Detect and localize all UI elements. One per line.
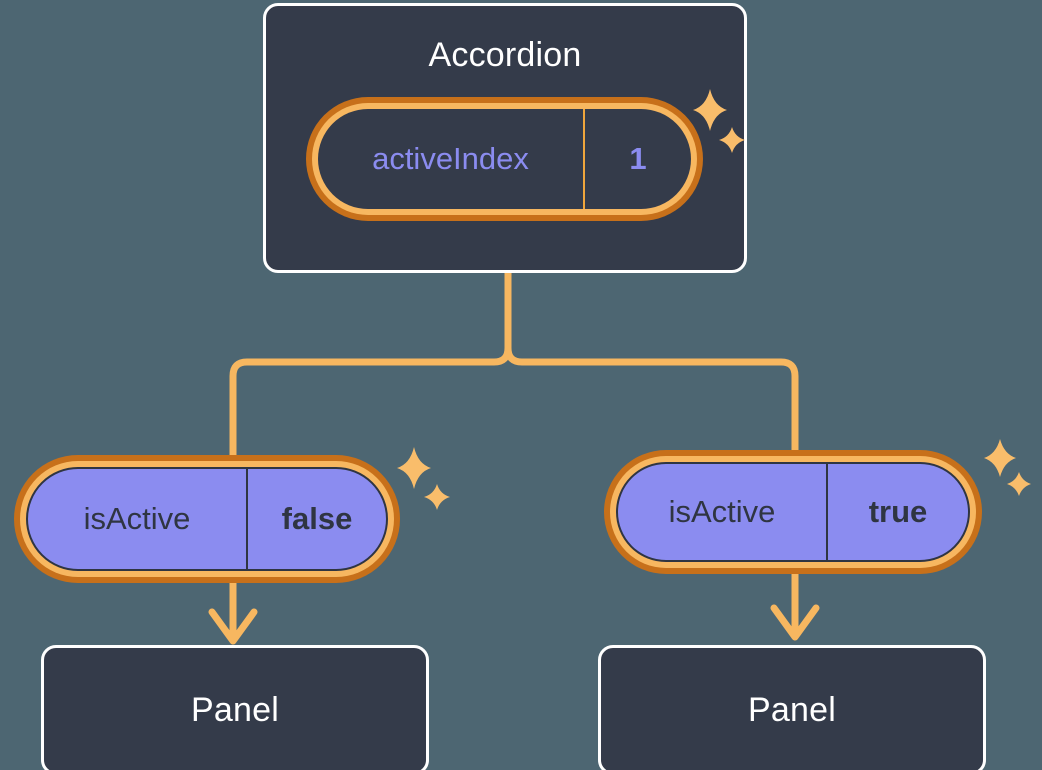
prop-value-is-active-right: true [826,464,968,560]
prop-pill-is-active-true[interactable]: isActive true [604,450,982,574]
pill-body: isActive false [26,467,388,571]
panel-component-card-left[interactable]: Panel [41,645,429,770]
prop-key-is-active-left: isActive [83,501,191,536]
sparkle-icon-left-small [424,484,450,510]
sparkle-icon-right-small [1007,472,1031,496]
accordion-title: Accordion [428,36,582,74]
arrow-right-prop-to-panel [770,574,820,641]
pill-body: isActive true [616,462,970,562]
pill-body: activeIndex 1 [318,109,691,209]
connector-root-to-left-prop [229,269,512,459]
pill-inner-ring: isActive true [610,456,976,568]
prop-value-is-active-left: false [246,469,386,569]
state-value-active-index: 1 [583,109,691,209]
arrow-left-prop-to-panel [208,583,258,645]
sparkle-icon-left-big [397,447,431,489]
prop-key-is-active-right: isActive [668,494,776,529]
state-pill-active-index[interactable]: activeIndex 1 [306,97,703,221]
pill-inner-ring: activeIndex 1 [312,103,697,215]
prop-pill-is-active-false[interactable]: isActive false [14,455,400,583]
panel-title-left: Panel [191,690,279,729]
sparkle-icon-right-big [984,439,1016,477]
state-key-active-index: activeIndex [372,141,529,176]
panel-component-card-right[interactable]: Panel [598,645,986,770]
pill-inner-ring: isActive false [20,461,394,577]
panel-title-right: Panel [748,690,836,729]
connector-root-to-right-prop [504,269,799,454]
